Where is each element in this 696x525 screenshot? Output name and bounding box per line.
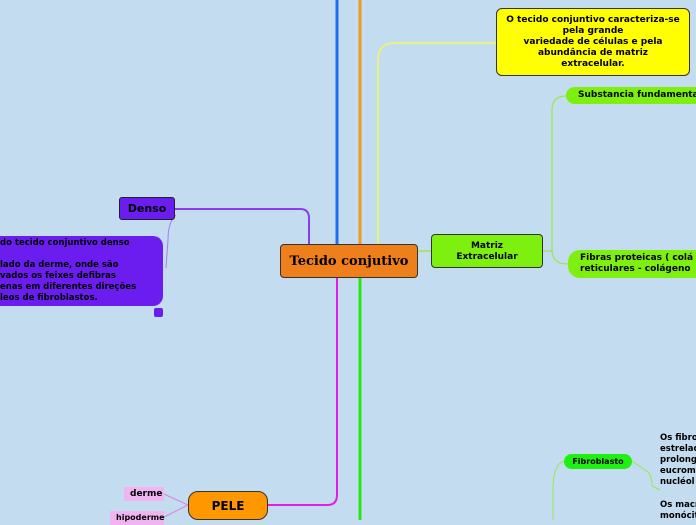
fibroblasto-text-line: nucléol [660,477,695,487]
denso-note-line [0,249,163,260]
fibroblasto-text-line: estrelad [660,444,696,454]
hipoderme-node[interactable]: hipoderme [110,511,165,525]
matriz-line: Extracelular [456,252,518,262]
fibras-line: reticulares - colágeno [580,264,691,274]
denso-note[interactable]: do tecido conjuntivo denso lado da derme… [0,236,163,306]
denso-note-line: enas em diferentes direções [0,282,137,292]
purple-connector-denso [175,208,310,244]
denso-note-line: leos de fibroblastos. [0,293,98,303]
definition-line: extracelular. [561,59,625,69]
definition-line: O tecido conjuntivo caracteriza-se [506,15,680,25]
matriz-line: Matriz [470,241,504,251]
definition-line: variedade de células e pela [523,37,663,47]
definition-line: pela grande [562,26,624,36]
pele-node[interactable]: PELE [188,491,268,520]
fib-branch [552,460,565,520]
fibroblasto-text: Os fibro estrelad prolong eucrom nucléol [660,433,696,488]
yellow-connector [377,42,496,244]
macrofago-text-line: Os macr [660,500,696,510]
fib-to-text [631,460,661,491]
fibras-line: Fibras proteicas ( colá [580,253,694,263]
fibroblasto-node[interactable]: Fibroblasto [564,454,632,469]
collapse-marker[interactable] [154,308,163,317]
magenta-connector-pele [268,278,338,506]
fibroblasto-text-line: Os fibro [660,433,696,443]
fibras-proteicas-node[interactable]: Fibras proteicas ( colá reticulares - co… [568,250,696,278]
pele-to-children [163,493,189,518]
fibroblasto-text-line: prolong [660,455,696,465]
denso-note-line: do tecido conjuntivo denso [0,238,130,248]
fibroblasto-text-line: eucrom [660,466,696,476]
denso-note-line: lado da derme, onde são [0,260,119,270]
central-topic[interactable]: Tecido conjutivo [280,244,418,278]
definition-line: abundância de matriz [537,48,649,58]
macrofago-text-line: monócit [660,511,696,521]
definition-note[interactable]: O tecido conjuntivo caracteriza-se pela … [496,8,690,76]
denso-note-line: vados os feixes defibras [0,271,116,281]
denso-node[interactable]: Denso [119,197,175,220]
denso-to-note [165,214,177,269]
derme-node[interactable]: derme [124,487,164,501]
matriz-extracelular-node[interactable]: Matriz Extracelular [431,234,543,268]
matriz-branch [543,95,569,265]
substancia-fundamental-node[interactable]: Substancia fundamental [566,87,696,104]
macrofago-text: Os macr monócit [660,500,696,522]
